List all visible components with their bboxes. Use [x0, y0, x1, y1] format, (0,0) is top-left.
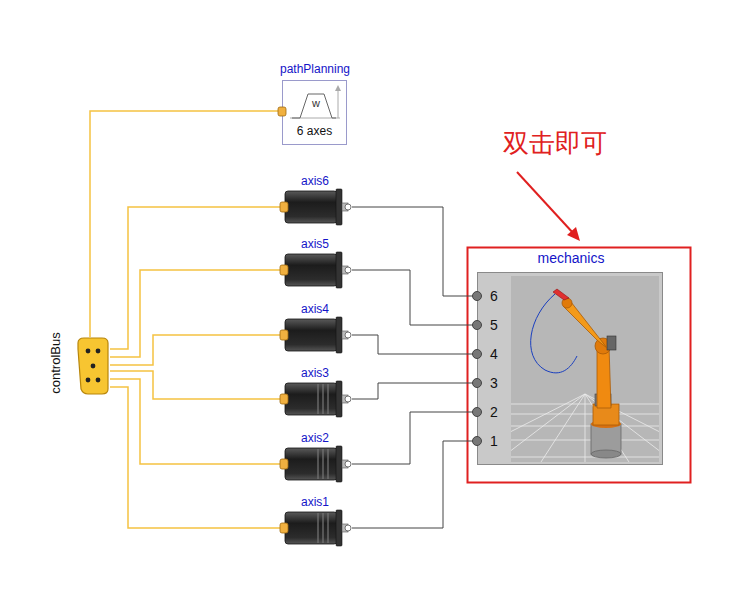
- motor-rib: [317, 384, 318, 414]
- block-name: pathPlanning: [262, 62, 368, 76]
- motor-icon: [280, 510, 352, 546]
- motor-icon: [280, 446, 352, 482]
- block-name: axis2: [262, 431, 368, 445]
- bus-wire: [110, 387, 280, 528]
- block-parameter: 6 axes: [283, 124, 346, 138]
- motor-flange: [336, 446, 342, 482]
- motor-body: [285, 191, 337, 223]
- block-name: mechanics: [477, 250, 665, 266]
- motor-flange: [336, 381, 342, 417]
- flange-port: [345, 461, 351, 467]
- path-planning-block: pathPlanning 6 axes w: [262, 62, 368, 150]
- bus-plug: [280, 330, 288, 340]
- pin-number: 4: [490, 346, 498, 362]
- motor-rib: [317, 449, 318, 479]
- motor-rib: [322, 384, 323, 414]
- highlight-frame: [468, 248, 691, 483]
- bus-wire: [110, 207, 280, 349]
- motor-flange: [336, 189, 342, 225]
- callout-arrowhead: [567, 227, 580, 241]
- flange-wire: [352, 270, 477, 325]
- motor-rib: [327, 513, 328, 543]
- block-name: axis1: [262, 495, 368, 509]
- motor-icon: [280, 252, 352, 288]
- flange-port: [345, 332, 351, 338]
- bus-plug: [280, 202, 288, 212]
- flange-port: [345, 525, 351, 531]
- bus-wire: [110, 270, 280, 357]
- bus-wire: [110, 371, 280, 399]
- motor-body: [285, 448, 337, 480]
- axis-drive: axis6: [262, 172, 368, 228]
- motor-icon: [280, 317, 352, 353]
- flange-port: [345, 267, 351, 273]
- motor-flange: [336, 510, 342, 546]
- motor-rib: [322, 513, 323, 543]
- axis-drive: axis1: [262, 493, 368, 549]
- bus-connector: [75, 337, 110, 395]
- flange-wire: [352, 383, 477, 399]
- bus-wire: [110, 335, 280, 365]
- callout-arrow: [517, 172, 574, 234]
- motor-body: [285, 383, 337, 415]
- motor-body: [285, 319, 337, 351]
- bus-wire: [90, 111, 282, 337]
- flange-wire: [352, 207, 477, 296]
- block-frame: 6 axes w: [282, 80, 347, 145]
- icon-letter: w: [312, 97, 320, 109]
- control-bus: controlBus: [40, 316, 112, 412]
- bus-plug: [280, 394, 288, 404]
- pin-number: 6: [490, 288, 498, 304]
- block-name: axis6: [262, 174, 368, 188]
- pin-number: 5: [490, 317, 498, 333]
- flange-pins: [471, 272, 483, 465]
- axis-drive: axis4: [262, 300, 368, 356]
- axis-drive: axis5: [262, 235, 368, 291]
- bus-plug: [280, 265, 288, 275]
- mechanics-block: mechanics 6 5 4 3 2 1: [477, 250, 665, 466]
- motor-rib: [317, 513, 318, 543]
- motor-rib: [327, 449, 328, 479]
- bus-wire: [110, 379, 280, 464]
- motor-body: [285, 254, 337, 286]
- pin-number: 1: [490, 433, 498, 449]
- motor-flange: [336, 317, 342, 353]
- bus-plug: [278, 107, 286, 116]
- bus-plug: [280, 459, 288, 469]
- motor-flange: [336, 252, 342, 288]
- axis-drive: axis3: [262, 364, 368, 420]
- motor-rib: [322, 449, 323, 479]
- callout-note: 双击即可: [503, 126, 607, 161]
- pin-number: 3: [490, 375, 498, 391]
- flange-wire: [352, 441, 477, 528]
- flange-wire: [352, 335, 477, 354]
- motor-icon: [280, 381, 352, 417]
- block-name: axis3: [262, 366, 368, 380]
- bus-name: controlBus: [48, 332, 63, 393]
- motor-body: [285, 512, 337, 544]
- block-name: axis5: [262, 237, 368, 251]
- block-name: axis4: [262, 302, 368, 316]
- motor-rib: [327, 384, 328, 414]
- motor-icon: [280, 189, 352, 225]
- model-frame: 6 5 4 3 2 1: [477, 272, 663, 465]
- flange-port: [345, 396, 351, 402]
- pin-number: 2: [490, 404, 498, 420]
- bus-plug: [280, 523, 288, 533]
- axis-drive: axis2: [262, 429, 368, 485]
- flange-port: [345, 204, 351, 210]
- flange-wire: [352, 412, 477, 464]
- robot-illustration: [511, 276, 659, 462]
